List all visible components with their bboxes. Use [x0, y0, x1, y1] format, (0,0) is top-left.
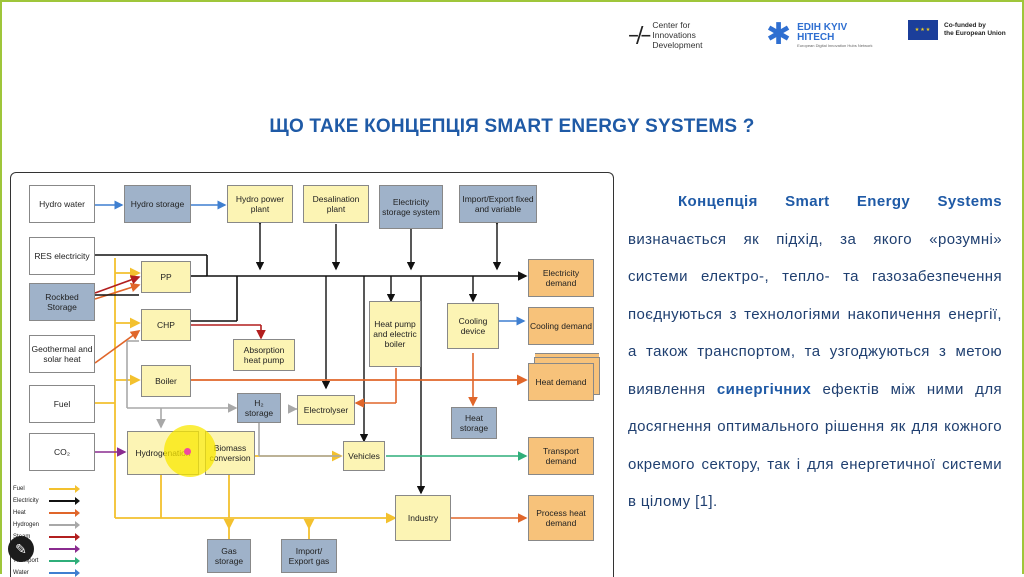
node-hydro-power-plant: Hydro power plant [227, 185, 293, 223]
node-cooling-demand: Cooling demand [528, 307, 594, 345]
node-heat-demand: Heat demand [528, 363, 594, 401]
node-import-export-gas: Import/ Export gas [281, 539, 337, 573]
concept-description: Концепція Smart Energy Systems визначаєт… [628, 183, 1002, 521]
legend-line [49, 533, 80, 541]
legend-line [49, 497, 80, 505]
diagram-legend: Fuel Electricity Heat Hydrogen Steam CO₂… [13, 483, 85, 577]
node-h2-storage: H₂ storage [237, 393, 281, 423]
node-boiler: Boiler [141, 365, 191, 397]
node-geothermal: Geothermal and solar heat [29, 335, 95, 373]
diagram-connections [79, 200, 528, 543]
node-hydro-storage: Hydro storage [124, 185, 191, 223]
node-vehicles: Vehicles [343, 441, 385, 471]
cursor-dot [184, 448, 191, 455]
smart-energy-diagram: Hydro water Hydro storage Hydro power pl… [10, 172, 614, 577]
eu-flag-icon: ★★★ [908, 20, 938, 40]
edih-star-icon: ✱ [766, 18, 792, 51]
node-res-electricity: RES electricity [29, 237, 95, 275]
cid-line1: Center for [652, 20, 691, 30]
legend-line [49, 509, 80, 517]
node-hydro-water: Hydro water [29, 185, 95, 223]
legend-line [49, 569, 80, 577]
legend-line [49, 521, 80, 529]
node-transport-demand: Transport demand [528, 437, 594, 475]
node-absorption-heat-pump: Absorption heat pump [233, 339, 295, 371]
node-gas-storage: Gas storage [207, 539, 251, 573]
node-electricity-storage: Electricity storage system [379, 185, 443, 229]
cid-slash-icon: –∕– [628, 22, 651, 48]
concept-bold-term: синергічних [716, 380, 812, 398]
eu-logo: ★★★ Co-funded by the European Union [908, 20, 1006, 40]
node-rockbed-storage: Rockbed Storage [29, 283, 95, 321]
node-electricity-demand: Electricity demand [528, 259, 594, 297]
node-industry: Industry [395, 495, 451, 541]
node-cooling-device: Cooling device [447, 303, 499, 349]
node-heat-pump: Heat pump and electric boiler [369, 301, 421, 367]
legend-line [49, 485, 80, 493]
edih-line2: HITECH [797, 31, 835, 43]
node-heat-storage: Heat storage [451, 407, 497, 439]
cid-line2: Innovations [652, 30, 696, 40]
concept-text-part2: ефектів між ними для досягнення оптималь… [628, 380, 1002, 511]
node-import-export: Import/Export fixed and variable [459, 185, 537, 223]
pencil-icon[interactable]: ✎ [8, 536, 34, 562]
legend-item-heat: Heat [13, 507, 85, 519]
legend-item-fuel: Fuel [13, 483, 85, 495]
legend-item-electricity: Electricity [13, 495, 85, 507]
eu-line1: Co-funded by [944, 22, 986, 29]
node-chp: CHP [141, 309, 191, 341]
cid-line3: Development [652, 40, 703, 50]
edih-logo: ✱ EDIH KYIV HITECH European Digital Inno… [766, 20, 873, 50]
node-co2: CO₂ [29, 433, 95, 471]
legend-line [49, 557, 80, 565]
cid-logo: –∕– Center for Innovations Development [628, 20, 703, 50]
edih-line1: EDIH KYIV [797, 21, 848, 33]
edih-line3: European Digital Innovation Hubs Network [797, 42, 873, 48]
eu-line2: the European Union [944, 30, 1006, 37]
node-desalination-plant: Desalination plant [303, 185, 369, 223]
node-process-heat-demand: Process heat demand [528, 495, 594, 541]
concept-text-part1: визначається як підхід, за якого «розумн… [628, 230, 1002, 398]
node-biomass-conversion: Biomass conversion [205, 431, 255, 475]
legend-line [49, 545, 80, 553]
legend-item-hydrogen: Hydrogen [13, 519, 85, 531]
legend-item-water: Water [13, 567, 85, 577]
node-pp: PP [141, 261, 191, 293]
node-electrolyser: Electrolyser [297, 395, 355, 425]
concept-title: Концепція Smart Energy Systems [678, 193, 1002, 210]
slide-title: ЩО ТАКЕ КОНЦЕПЦІЯ SMART ENERGY SYSTEMS ? [269, 116, 755, 137]
node-fuel: Fuel [29, 385, 95, 423]
